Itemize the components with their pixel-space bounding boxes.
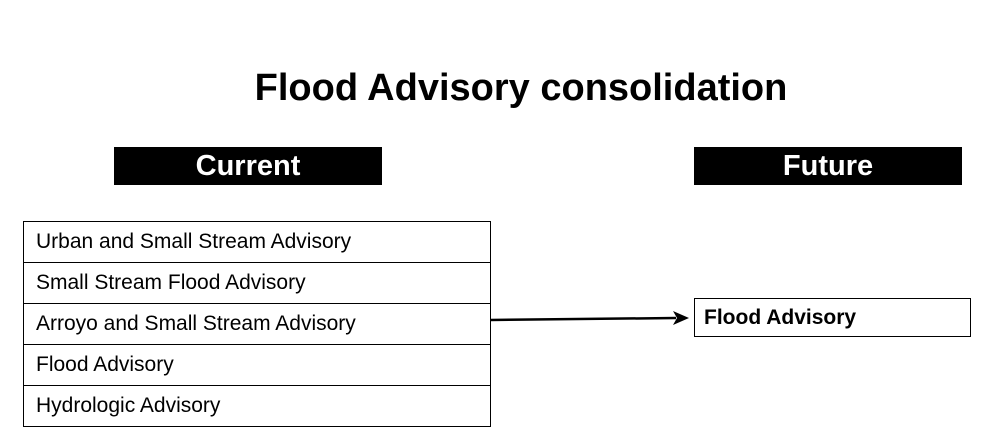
current-item-urban-small-stream: Urban and Small Stream Advisory [36,230,352,253]
future-item-flood-advisory: Flood Advisory [694,298,971,337]
current-header: Current [114,147,382,185]
current-item-arroyo-small-stream: Arroyo and Small Stream Advisory [24,303,490,344]
current-advisory-list: Urban and Small Stream Advisory Small St… [23,221,491,427]
diagram-title: Flood Advisory consolidation [254,67,788,109]
current-item-flood-advisory: Flood Advisory [24,344,490,385]
arrow-head [673,311,689,325]
arrow-line [489,316,677,322]
future-header: Future [694,147,962,185]
current-item-hydrologic: Hydrologic Advisory [24,385,490,426]
current-item-small-stream-flood: Small Stream Flood Advisory [24,262,490,303]
